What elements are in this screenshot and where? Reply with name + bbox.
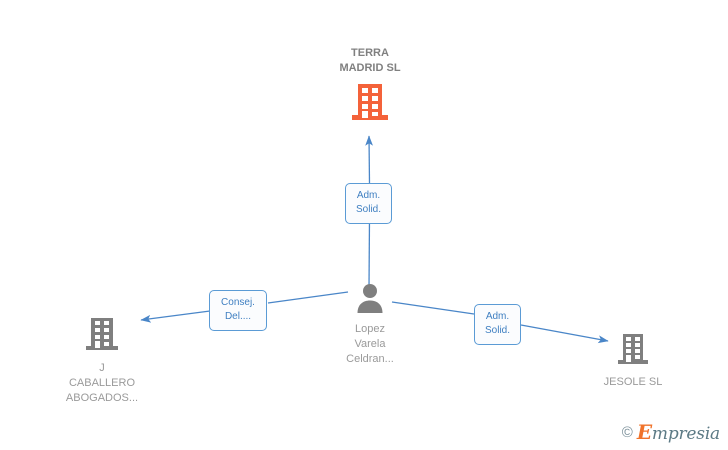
node-lopez-varela-label: Lopez Varela Celdran... xyxy=(346,323,394,365)
building-icon xyxy=(86,316,118,357)
edge-label-adm-solid-jesole[interactable]: Adm. Solid. xyxy=(474,304,521,345)
brand-name: Empresia xyxy=(637,422,720,443)
copyright-icon: © xyxy=(621,424,633,441)
node-terra-madrid-title: TERRA MADRID SL xyxy=(339,47,401,74)
empresia-watermark: © Empresia xyxy=(622,422,720,443)
node-caballero-abogados[interactable]: J CABALLERO ABOGADOS... xyxy=(32,316,172,406)
person-icon xyxy=(355,283,385,318)
building-icon xyxy=(618,332,648,371)
edge-label-consej-del-caballero[interactable]: Consej. Del.... xyxy=(209,290,267,331)
node-terra-madrid[interactable]: TERRA MADRID SL xyxy=(300,46,440,127)
edge-label-adm-solid-terra[interactable]: Adm. Solid. xyxy=(345,183,392,224)
brand-rest: mpresia xyxy=(651,424,720,444)
node-jesole-label: JESOLE SL xyxy=(603,376,663,388)
node-lopez-varela[interactable]: Lopez Varela Celdran... xyxy=(300,283,440,367)
node-caballero-abogados-label: J CABALLERO ABOGADOS... xyxy=(65,362,139,404)
node-jesole[interactable]: JESOLE SL xyxy=(563,332,703,390)
building-icon xyxy=(352,82,388,127)
brand-initial: E xyxy=(636,420,652,444)
